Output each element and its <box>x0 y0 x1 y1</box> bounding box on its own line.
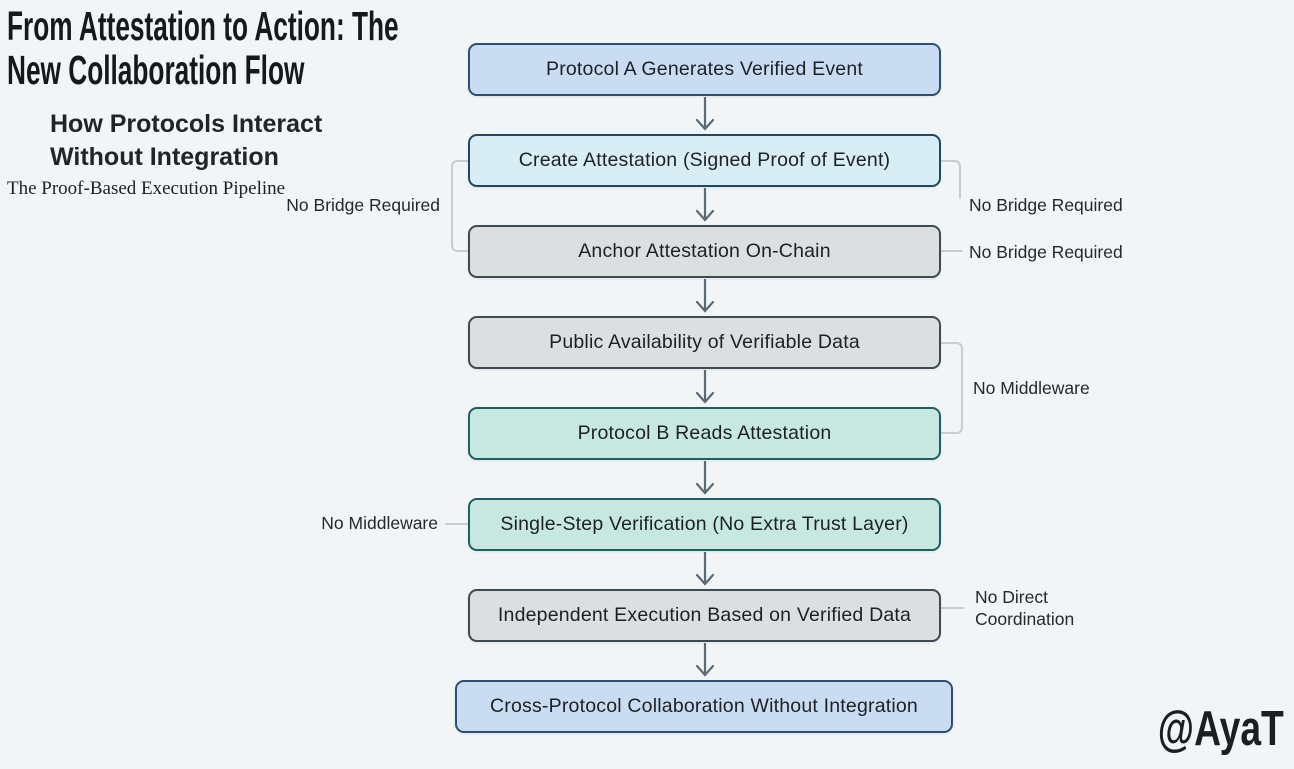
flow-node-label: Cross-Protocol Collaboration Without Int… <box>490 695 918 717</box>
flow-node-cross-protocol-collaboration: Cross-Protocol Collaboration Without Int… <box>455 680 953 733</box>
flow-node-protocol-b-reads: Protocol B Reads Attestation <box>468 407 941 460</box>
flow-node-label: Public Availability of Verifiable Data <box>549 331 860 353</box>
flow-node-label: Single-Step Verification (No Extra Trust… <box>500 513 909 535</box>
annotation-no-bridge-right-lower: No Bridge Required <box>969 242 1123 262</box>
flow-node-label: Anchor Attestation On-Chain <box>578 240 831 262</box>
annotation-no-direct-coordination: No Direct Coordination <box>975 587 1075 629</box>
flow-node-anchor-attestation: Anchor Attestation On-Chain <box>468 225 941 278</box>
page-subtitle: How Protocols Interact Without Integrati… <box>50 108 322 174</box>
down-arrow-icon <box>695 279 715 313</box>
title-line-1: From Attestation to Action: The <box>7 3 399 49</box>
down-arrow-icon <box>695 188 715 222</box>
flow-node-label: Independent Execution Based on Verified … <box>497 604 912 626</box>
down-arrow-icon <box>695 370 715 404</box>
flow-node-label: Create Attestation (Signed Proof of Even… <box>518 149 891 171</box>
annotation-no-middleware-right: No Middleware <box>973 378 1090 398</box>
tagline: The Proof-Based Execution Pipeline <box>7 178 286 199</box>
flow-node-create-attestation: Create Attestation (Signed Proof of Even… <box>468 134 941 187</box>
annotation-no-middleware-left: No Middleware <box>321 513 438 533</box>
down-arrow-icon <box>695 643 715 677</box>
flow-node-single-step-verification: Single-Step Verification (No Extra Trust… <box>468 498 941 551</box>
down-arrow-icon <box>695 552 715 586</box>
title-line-2: New Collaboration Flow <box>7 47 305 93</box>
annotation-no-bridge-right-upper: No Bridge Required <box>969 195 1123 215</box>
down-arrow-icon <box>695 461 715 495</box>
flow-node-label: Protocol A Generates Verified Event <box>545 58 864 80</box>
flow-node-public-availability: Public Availability of Verifiable Data <box>468 316 941 369</box>
flow-node-protocol-a-event: Protocol A Generates Verified Event <box>468 43 941 96</box>
annotation-no-bridge-left: No Bridge Required <box>286 195 440 215</box>
page-title: From Attestation to Action: The New Coll… <box>7 4 619 92</box>
flow-node-label: Protocol B Reads Attestation <box>577 422 832 444</box>
watermark: @AyaT <box>1157 702 1284 756</box>
down-arrow-icon <box>695 97 715 131</box>
flow-node-independent-execution: Independent Execution Based on Verified … <box>468 589 941 642</box>
subtitle-line-2: Without Integration <box>50 143 279 171</box>
subtitle-line-1: How Protocols Interact <box>50 110 323 138</box>
